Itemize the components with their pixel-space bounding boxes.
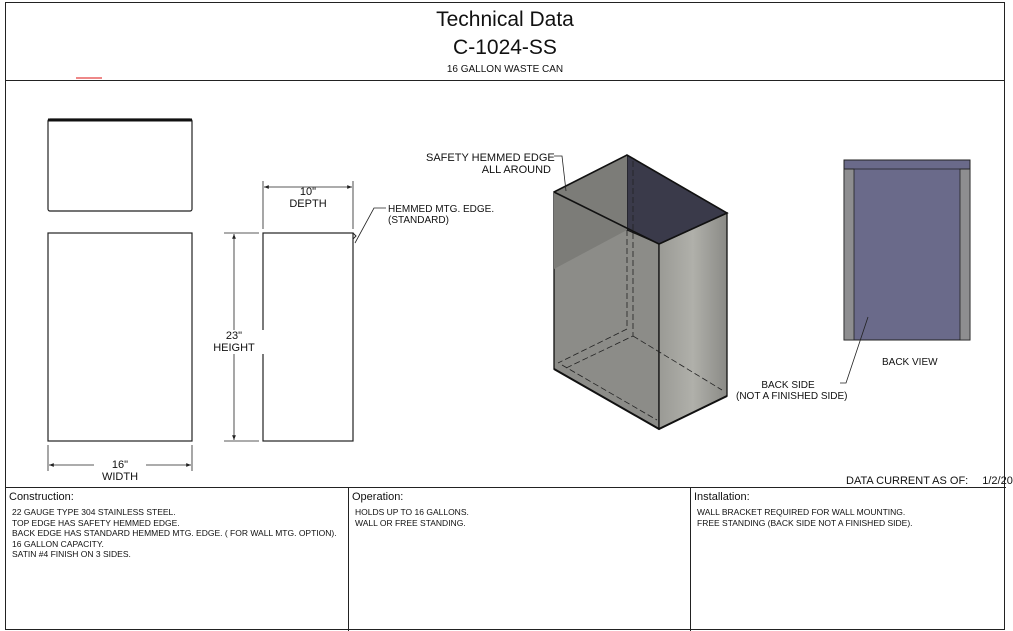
safety-line-2: ALL AROUND xyxy=(481,164,551,176)
construction-line: 22 GAUGE TYPE 304 STAINLESS STEEL. xyxy=(12,507,176,517)
title-block: Technical Data C-1024-SS 16 GALLON WASTE… xyxy=(6,3,1004,81)
sheet-title: Technical Data xyxy=(436,8,574,31)
hemmed-line-2: (STANDARD) xyxy=(388,215,449,226)
product-description: 16 GALLON WASTE CAN xyxy=(446,64,564,75)
construction-lines: 22 GAUGE TYPE 304 STAINLESS STEEL. TOP E… xyxy=(12,507,337,560)
back-view-left-edge xyxy=(843,168,855,341)
operation-line: WALL OR FREE STANDING. xyxy=(355,517,466,528)
operation-lines: HOLDS UP TO 16 GALLONS. WALL OR FREE STA… xyxy=(355,507,469,528)
hemmed-line-1: HEMMED MTG. EDGE. xyxy=(388,204,495,215)
iso-bottom-edge xyxy=(553,368,728,431)
hemmed-label: HEMMED MTG. EDGE. (STANDARD) xyxy=(388,204,494,226)
iso-side-face xyxy=(658,211,728,431)
height-text: HEIGHT xyxy=(213,342,255,354)
data-current-label: DATA CURRENT AS OF: xyxy=(846,475,969,487)
hemmed-edge-mark xyxy=(352,232,357,240)
back-side-line-2: (NOT A FINISHED SIDE) xyxy=(736,391,848,402)
height-label: 23" HEIGHT xyxy=(204,330,264,354)
data-current-as-of: DATA CURRENT AS OF: 1/2/20 xyxy=(846,475,1013,487)
drawing-area: 10" DEPTH 23" HEIGHT 16" WIDTH HEMMED MT… xyxy=(6,81,1013,491)
iso-hidden-bottom xyxy=(632,335,723,391)
notes-table: Construction: 22 GAUGE TYPE 304 STAINLES… xyxy=(6,487,1006,631)
construction-line: 16 GALLON CAPACITY. xyxy=(12,538,104,549)
operation-line: HOLDS UP TO 16 GALLONS. xyxy=(355,507,469,517)
back-view-label: BACK VIEW xyxy=(882,357,938,368)
front-view xyxy=(47,232,193,442)
safety-line-1: SAFETY HEMMED EDGE xyxy=(426,152,555,164)
back-side-callout: BACK SIDE (NOT A FINISHED SIDE) xyxy=(736,380,848,402)
technical-drawing xyxy=(47,118,971,471)
operation-title: Operation: xyxy=(352,491,404,503)
installation-line: FREE STANDING (BACK SIDE NOT A FINISHED … xyxy=(697,517,913,528)
width-label: 16" WIDTH xyxy=(94,459,146,483)
construction-line: SATIN #4 FINISH ON 3 SIDES. xyxy=(12,549,131,559)
back-view-panel xyxy=(843,159,971,341)
construction-title: Construction: xyxy=(9,491,74,503)
hemmed-leader xyxy=(354,207,386,244)
iso-base-dash xyxy=(561,364,658,421)
technical-data-sheet: Technical Data C-1024-SS 16 GALLON WASTE… xyxy=(5,2,1013,631)
red-mark xyxy=(76,77,102,79)
iso-hidden-side xyxy=(557,230,628,364)
operation-section: Operation: HOLDS UP TO 16 GALLONS. WALL … xyxy=(348,488,690,631)
iso-top-rim xyxy=(553,154,729,245)
height-value: 23" xyxy=(225,330,243,342)
top-view xyxy=(47,118,193,212)
installation-line: WALL BRACKET REQUIRED FOR WALL MOUNTING. xyxy=(697,507,906,517)
back-side-line-1: BACK SIDE xyxy=(761,380,815,391)
data-current-date: 1/2/20 xyxy=(982,475,1013,487)
installation-section: Installation: WALL BRACKET REQUIRED FOR … xyxy=(690,488,1006,631)
model-number: C-1024-SS xyxy=(453,36,557,59)
depth-value: 10" xyxy=(299,186,317,198)
width-value: 16" xyxy=(111,459,129,471)
isometric-view xyxy=(553,154,729,431)
back-side-leader xyxy=(840,316,869,384)
installation-lines: WALL BRACKET REQUIRED FOR WALL MOUNTING.… xyxy=(697,507,913,528)
installation-title: Installation: xyxy=(694,491,750,503)
safety-callout: SAFETY HEMMED EDGE ALL AROUND xyxy=(426,152,555,176)
construction-line: TOP EDGE HAS SAFETY HEMMED EDGE. xyxy=(12,517,180,528)
side-view xyxy=(262,232,354,442)
depth-text: DEPTH xyxy=(289,198,327,210)
safety-leader xyxy=(554,155,567,192)
back-view-right-edge xyxy=(959,168,971,341)
width-text: WIDTH xyxy=(101,471,139,483)
construction-line: BACK EDGE HAS STANDARD HEMMED MTG. EDGE.… xyxy=(12,528,337,538)
construction-section: Construction: 22 GAUGE TYPE 304 STAINLES… xyxy=(6,488,348,631)
depth-label: 10" DEPTH xyxy=(284,186,332,210)
